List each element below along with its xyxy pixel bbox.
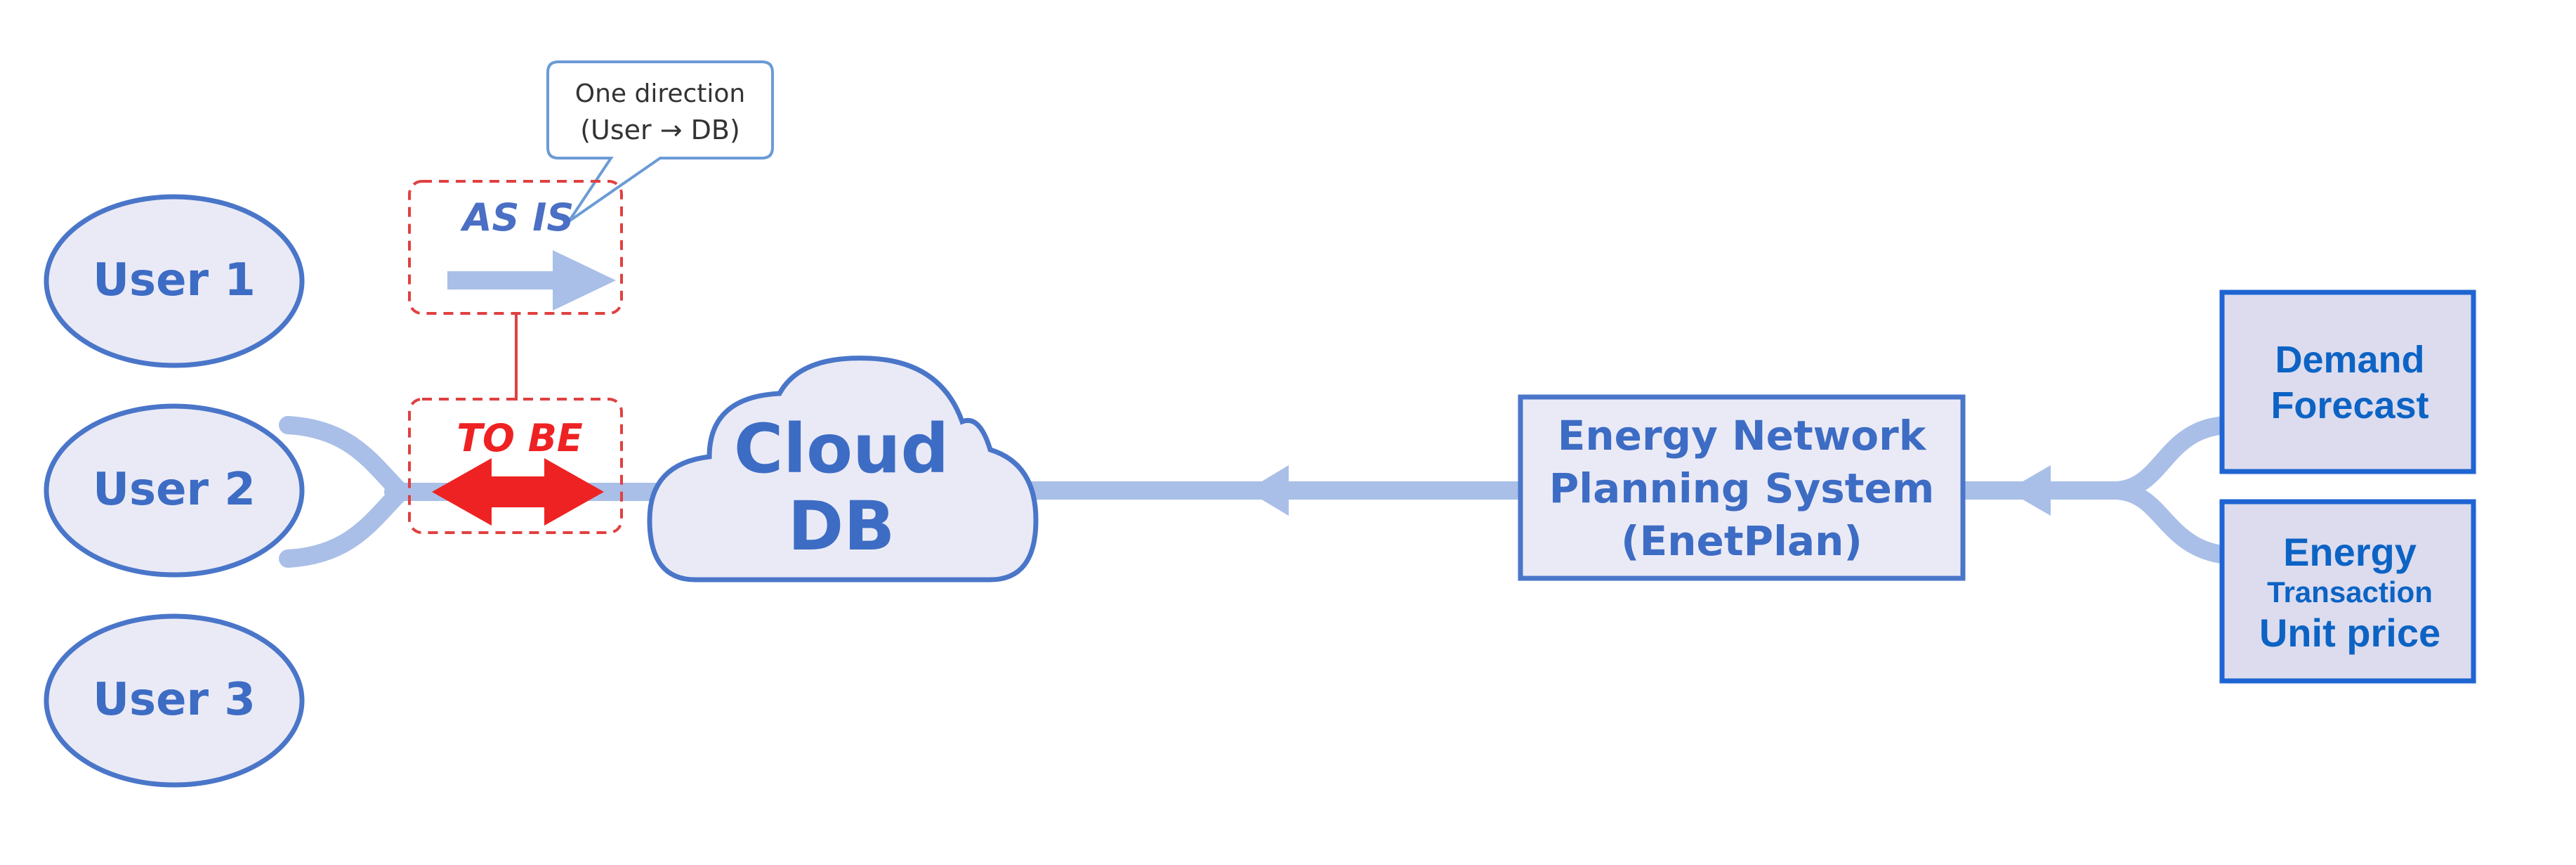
cloud-db-line-2: DB [788,487,895,566]
user-node-1: User 1 [44,194,305,368]
transaction-price-node: Energy Transaction Unit price [2219,499,2478,685]
callout-line-1: One direction [575,79,746,108]
user-label: User 2 [93,464,256,516]
user-label: User 3 [93,674,256,726]
arrow-left-icon [2007,465,2051,516]
callout-bubble: One direction (User → DB) [546,60,774,223]
user-node-2: User 2 [44,403,305,578]
transaction-line-3: Unit price [2259,611,2440,655]
enetplan-line-3: (EnetPlan) [1621,517,1862,565]
user2-fork-top [279,416,409,501]
arrow-left-icon [1247,465,1289,516]
callout-line-2: (User → DB) [580,115,740,145]
arrow-both-icon [432,458,604,526]
to-be-box: TO BE [408,398,623,534]
cloud-db-line-1: Cloud [734,410,949,488]
user-label: User 1 [93,254,256,306]
sources-fork-top [2105,416,2235,500]
user2-fork-bottom [279,483,409,568]
transaction-line-2: Transaction [2267,575,2433,609]
enetplan-line-1: Energy Network [1558,412,1927,460]
demand-line-2: Forecast [2271,384,2429,427]
enetplan-line-2: Planning System [1549,464,1935,512]
sources-fork-bottom [2105,481,2235,564]
cloud-db-node: Cloud DB [647,356,1039,583]
transaction-line-1: Energy [2283,530,2417,574]
demand-line-1: Demand [2275,339,2424,381]
as-is-label: AS IS [460,195,574,240]
arrow-right-icon [447,250,616,311]
user-node-3: User 3 [44,613,305,788]
to-be-label: TO BE [456,416,583,460]
demand-forecast-node: Demand Forecast [2219,290,2478,476]
as-is-box: AS IS [408,180,623,315]
enetplan-node: Energy Network Planning System (EnetPlan… [1518,394,1966,581]
